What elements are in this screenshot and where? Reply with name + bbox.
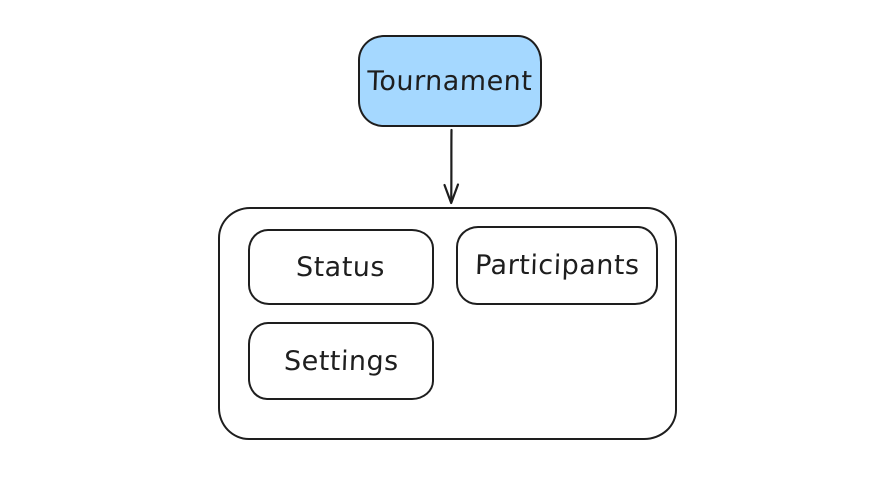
node-status-label: Status [295,251,387,283]
down-arrow-icon [443,128,460,205]
group-container[interactable]: Status Participants Settings [218,207,677,440]
node-tournament[interactable]: Tournament [358,35,542,127]
node-tournament-label: Tournament [366,65,534,97]
node-settings-label: Settings [283,345,399,377]
node-participants-label: Participants [474,250,640,281]
node-status[interactable]: Status [248,229,434,305]
node-participants[interactable]: Participants [456,226,658,305]
node-settings[interactable]: Settings [248,322,434,400]
